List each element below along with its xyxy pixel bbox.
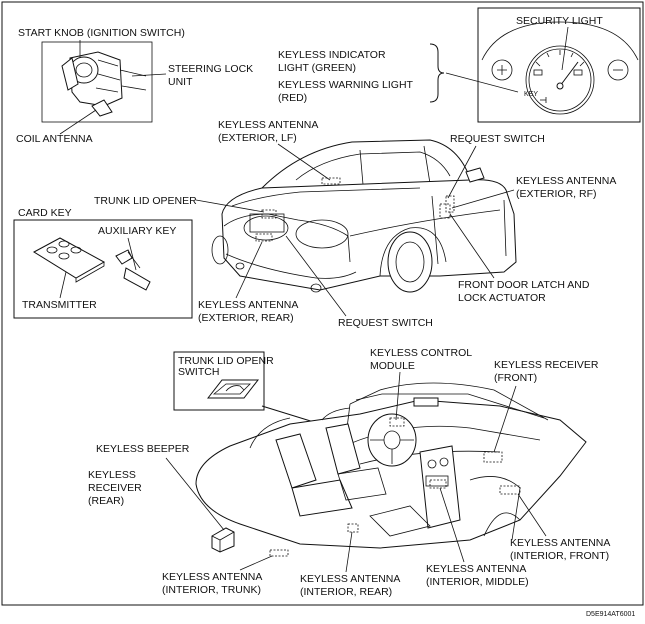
- leader-keyless-control: [395, 371, 401, 421]
- auxiliary-key-label: AUXILIARY KEY: [98, 225, 176, 237]
- antenna-int-middle-label-2: (INTERIOR, MIDDLE): [426, 576, 529, 588]
- keyless-receiver-front-label-2: (FRONT): [494, 372, 537, 384]
- antenna-int-trunk-label-1: KEYLESS ANTENNA: [162, 571, 262, 583]
- keyless-warning-label-2: (RED): [278, 92, 307, 104]
- antenna-int-front-label-2: (INTERIOR, FRONT): [510, 550, 609, 562]
- exterior-rear-antenna-part: [255, 233, 273, 242]
- keyless-warning-label-1: KEYLESS WARNING LIGHT: [278, 79, 414, 91]
- leader-indicator: [445, 72, 519, 93]
- card-key-label: CARD KEY: [18, 207, 72, 219]
- keyless-control-label-2: MODULE: [370, 360, 415, 372]
- interior-car-illustration: [195, 382, 587, 557]
- keyless-receiver-rear-label-1: KEYLESS: [88, 469, 136, 481]
- keyless-beeper-label: KEYLESS BEEPER: [96, 443, 190, 455]
- antenna-int-trunk-label-2: (INTERIOR, TRUNK): [162, 584, 261, 596]
- leader-coil-antenna: [59, 109, 97, 135]
- keyless-receiver-rear-part: [211, 527, 235, 553]
- exterior-car-illustration: [211, 139, 517, 293]
- keyless-receiver-rear-label-3: (REAR): [88, 495, 124, 507]
- antenna-int-front-label-1: KEYLESS ANTENNA: [510, 537, 610, 549]
- coil-antenna-label: COIL ANTENNA: [16, 133, 93, 145]
- leader-int-rear: [345, 531, 353, 573]
- request-switch-top-label: REQUEST SWITCH: [450, 133, 545, 145]
- leader-int-middle: [439, 487, 465, 563]
- start-knob-illustration: [41, 41, 153, 123]
- card-key-box: [13, 219, 193, 319]
- antenna-ext-rear-label-1: KEYLESS ANTENNA: [198, 299, 298, 311]
- figure-code: D5E914AT6001: [586, 611, 635, 618]
- key-gauge-label: KEY: [524, 91, 538, 98]
- transmitter-label: TRANSMITTER: [22, 299, 97, 311]
- security-light-label: SECURITY LIGHT: [516, 15, 603, 27]
- trunk-open-switch-icon: [206, 379, 260, 399]
- exterior-lf-antenna-part: [321, 177, 341, 185]
- leader-steering-lock: [131, 73, 167, 77]
- trunk-openr-switch-box: [173, 351, 265, 411]
- leader-int-front: [517, 493, 547, 537]
- leader-keyless-beeper: [165, 457, 225, 531]
- leader-transmitter: [59, 271, 67, 299]
- leader-trunk-lid-opener: [195, 199, 265, 213]
- antenna-ext-rf-label-2: (EXTERIOR, RF): [516, 188, 597, 200]
- trunk-lid-opener-label: TRUNK LID OPENER: [94, 195, 197, 207]
- trunk-openr-switch-label-1: TRUNK LID OPENR: [178, 355, 274, 367]
- keyless-receiver-rear-label-2: RECEIVER: [88, 482, 142, 494]
- keyless-receiver-front-label-1: KEYLESS RECEIVER: [494, 359, 599, 371]
- interior-rear-antenna-part: [347, 523, 359, 533]
- leader-security-light: [561, 26, 569, 71]
- interior-trunk-antenna-part: [269, 549, 289, 557]
- antenna-ext-rf-label-1: KEYLESS ANTENNA: [516, 175, 616, 187]
- antenna-ext-lf-label-2: (EXTERIOR, LF): [218, 132, 297, 144]
- steering-lock-label-1: STEERING LOCK: [168, 63, 253, 75]
- exterior-rf-antenna-part: [439, 203, 451, 219]
- brace-icon: [429, 43, 445, 103]
- leader-request-switch-top: [447, 145, 477, 199]
- front-door-latch-label-2: LOCK ACTUATOR: [458, 292, 546, 304]
- request-switch-bottom-label: REQUEST SWITCH: [338, 317, 433, 329]
- interior-middle-antenna-part: [429, 479, 447, 489]
- diagram-frame: [1, 1, 644, 606]
- antenna-ext-rear-label-2: (EXTERIOR, REAR): [198, 312, 294, 324]
- leader-request-switch-bottom: [285, 235, 347, 317]
- keyless-indicator-label-2: LIGHT (GREEN): [278, 62, 356, 74]
- trunk-lid-opener-part: [261, 209, 277, 219]
- leader-int-trunk: [239, 555, 273, 571]
- leader-front-door-latch: [449, 213, 495, 279]
- antenna-int-middle-label-1: KEYLESS ANTENNA: [426, 563, 526, 575]
- keyless-control-label-1: KEYLESS CONTROL: [370, 347, 472, 359]
- front-door-latch-label-1: FRONT DOOR LATCH AND: [458, 279, 590, 291]
- card-key-illustration: [33, 237, 151, 291]
- leader-ext-rear: [235, 241, 263, 299]
- trunk-openr-switch-label-2: SWITCH: [178, 366, 219, 378]
- leader-ext-lf: [277, 143, 331, 181]
- antenna-int-rear-label-1: KEYLESS ANTENNA: [300, 573, 400, 585]
- antenna-int-rear-label-2: (INTERIOR, REAR): [300, 586, 392, 598]
- leader-auxiliary-key: [127, 237, 137, 271]
- steering-lock-label-2: UNIT: [168, 76, 193, 88]
- keyless-receiver-front-part: [483, 451, 503, 463]
- instrument-cluster-inset: [477, 7, 641, 123]
- start-knob-label: START KNOB (IGNITION SWITCH): [18, 27, 185, 39]
- leader-keyless-receiver-front: [493, 385, 517, 453]
- antenna-ext-lf-label-1: KEYLESS ANTENNA: [218, 119, 318, 131]
- leader-ext-rf: [451, 189, 515, 209]
- keyless-control-module-part: [389, 417, 405, 427]
- keyless-indicator-label-1: KEYLESS INDICATOR: [278, 49, 386, 61]
